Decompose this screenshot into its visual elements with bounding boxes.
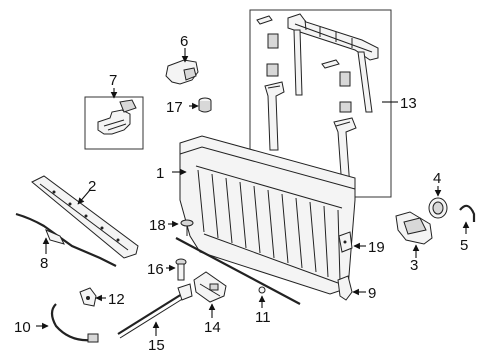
retainer-clip-5	[459, 204, 476, 222]
callout-11: 11	[255, 309, 271, 326]
bushing-group	[189, 97, 212, 113]
bolt-16-group	[166, 258, 187, 281]
tailgate-panel	[179, 135, 356, 295]
callout-14: 14	[204, 319, 221, 336]
callout-labels: 1 2 3 4 5 6 7 8 9 10 11 12 13 14 15 16 1…	[14, 33, 468, 354]
callout-6: 6	[180, 33, 188, 50]
strap-15	[117, 293, 183, 335]
cable-10-group	[36, 303, 99, 343]
callout-15: 15	[148, 337, 165, 354]
clip-d	[339, 101, 352, 113]
callout-16: 16	[147, 261, 164, 278]
callout-4: 4	[433, 170, 441, 187]
callout-5: 5	[460, 237, 468, 254]
cable-right	[333, 117, 357, 189]
callout-17: 17	[166, 99, 183, 116]
bracket-9-group	[337, 275, 366, 301]
screw-18-head	[180, 219, 194, 227]
callout-19: 19	[368, 239, 385, 256]
bracket-19-group	[338, 231, 366, 253]
tailgate-top-edge	[179, 146, 356, 190]
callout-2: 2	[88, 178, 96, 195]
pin-upper	[256, 15, 273, 25]
callout-1: 1	[156, 165, 164, 182]
callout-8: 8	[40, 255, 48, 272]
handle-housing-group	[395, 211, 433, 258]
rod-left	[293, 29, 303, 96]
clip-c	[339, 71, 351, 87]
hinge-14-group	[193, 271, 227, 318]
clip-b	[266, 63, 279, 77]
strap-15-group	[117, 283, 193, 339]
handle-group	[165, 48, 199, 85]
lock-cylinder-group	[428, 186, 448, 219]
callout-13: 13	[400, 95, 417, 112]
callout-12: 12	[108, 291, 125, 308]
screw-18-group	[168, 219, 194, 236]
bracket-part	[97, 109, 131, 135]
latch-assembly-group	[249, 9, 398, 198]
callout-10: 10	[14, 319, 31, 336]
cable-10	[50, 303, 93, 342]
clip-a	[267, 33, 279, 49]
bracket-group	[84, 88, 144, 150]
callout-3: 3	[410, 257, 418, 274]
bracket-tab	[119, 99, 137, 113]
cable-left	[264, 81, 285, 151]
retainer-clip-group	[459, 204, 476, 234]
callout-18: 18	[149, 217, 166, 234]
trim-plate-group	[31, 175, 139, 259]
rod-11	[175, 237, 301, 305]
tailgate-ribs	[197, 169, 341, 282]
tailgate-panel-group	[172, 135, 356, 295]
rod-11-group	[175, 237, 301, 308]
bracket-9	[337, 275, 353, 301]
callout-7: 7	[109, 72, 117, 89]
clip-12-group	[79, 287, 106, 307]
pin-lower	[321, 59, 340, 69]
support-cable	[15, 212, 117, 267]
callout-9: 9	[368, 285, 376, 302]
rod-right	[357, 51, 373, 113]
support-cable-group	[15, 212, 117, 267]
